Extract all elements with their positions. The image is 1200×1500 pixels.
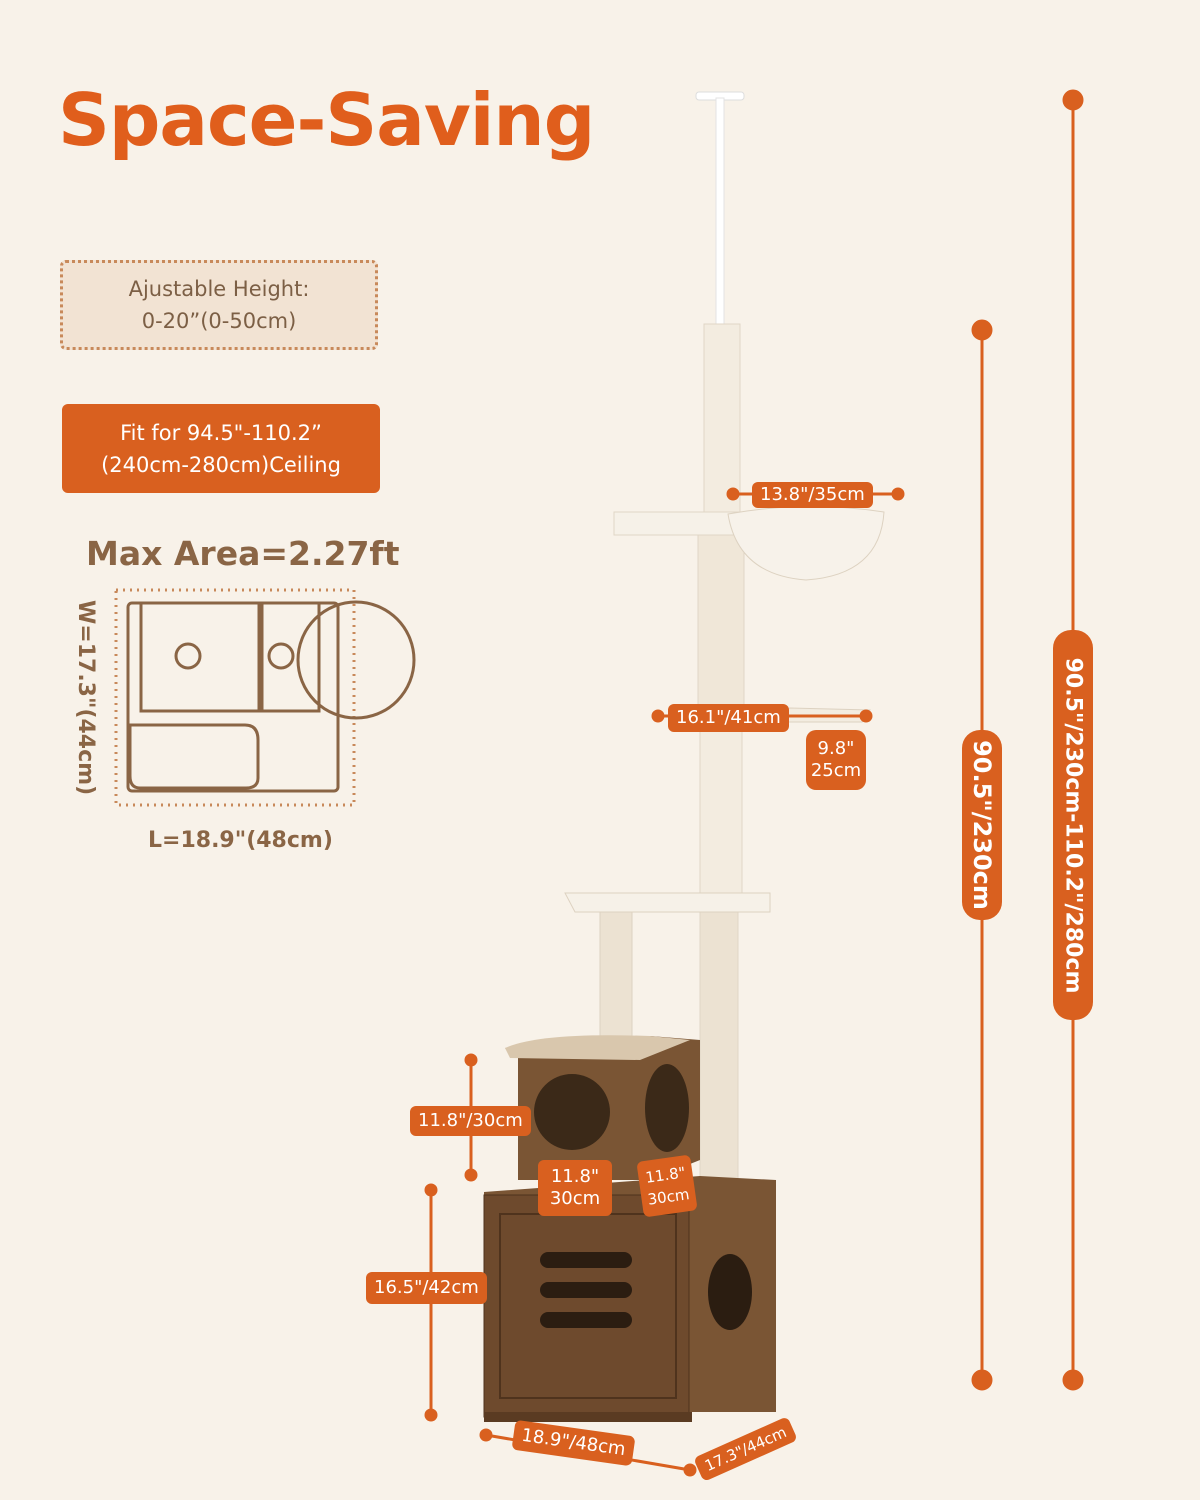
total-height-label: 90.5"/230cm-110.2"/280cm [1053, 630, 1093, 1020]
ceiling-fit-cm: (240cm-280cm)Ceiling [101, 452, 341, 477]
footprint-width-label: W=17.3"(44cm) [73, 600, 98, 796]
condo-box [505, 1035, 700, 1180]
extension-pole [715, 97, 725, 329]
page-title: Space-Saving [58, 78, 595, 162]
main-post [697, 323, 745, 1181]
basket-width-label: 13.8"/35cm [752, 482, 873, 508]
platform-width-label: 16.1"/41cm [668, 704, 789, 732]
condo-height-label: 11.8"/30cm [410, 1106, 531, 1136]
total-height-text: 90.5"/230cm-110.2"/280cm [1060, 657, 1086, 993]
base-height-text: 90.5"/230cm [968, 740, 997, 910]
litter-cabinet [483, 1176, 776, 1422]
adjustable-height-label: Ajustable Height: [128, 277, 310, 301]
condo-width-cm: 30cm [549, 1188, 601, 1209]
footprint-length-label: L=18.9"(48cm) [148, 828, 333, 853]
base-height-label: 90.5"/230cm [962, 730, 1002, 920]
lower-platform [564, 892, 771, 1043]
footprint-diagram-icon [114, 588, 416, 807]
condo-width-inches: 11.8" [550, 1166, 600, 1187]
adjustable-height-box: Ajustable Height: 0-20”(0-50cm) [60, 260, 378, 350]
ceiling-fit-inches: Fit for 94.5"-110.2” [120, 420, 322, 445]
condo-depth-label: 11.8" 30cm [636, 1154, 698, 1218]
max-area-label: Max Area=2.27ft [86, 534, 400, 573]
condo-width-label: 11.8" 30cm [538, 1160, 612, 1216]
adjustable-height-range: 0-20”(0-50cm) [141, 309, 297, 333]
platform-depth-inches: 9.8" [817, 738, 855, 759]
ceiling-fit-box: Fit for 94.5"-110.2” (240cm-280cm)Ceilin… [62, 404, 380, 493]
condo-depth-cm: 30cm [646, 1185, 691, 1209]
basket-platform [613, 505, 885, 581]
cabinet-height-label: 16.5"/42cm [366, 1272, 487, 1304]
platform-depth-cm: 25cm [810, 760, 862, 781]
platform-depth-label: 9.8" 25cm [806, 730, 866, 790]
